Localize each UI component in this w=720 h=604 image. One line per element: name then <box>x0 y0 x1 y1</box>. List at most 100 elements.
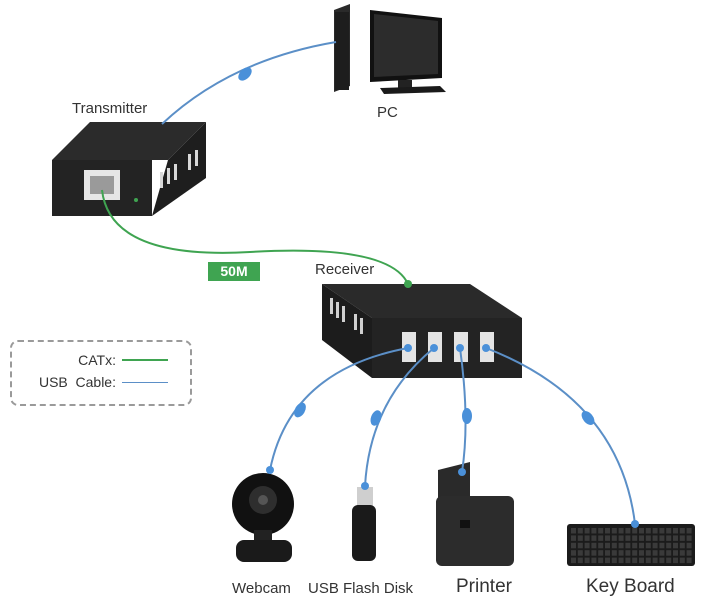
keyboard-key <box>673 528 678 534</box>
keyboard-key <box>666 550 672 556</box>
keyboard-key <box>686 550 692 556</box>
keyboard-key <box>584 528 590 534</box>
keyboard-label: Key Board <box>586 576 675 597</box>
keyboard-key <box>679 557 685 564</box>
keyboard-key <box>639 557 644 564</box>
transmitter-label: Transmitter <box>72 100 148 117</box>
keyboard-key <box>652 535 658 541</box>
keyboard-key <box>591 542 597 549</box>
keyboard-key <box>666 557 672 564</box>
keyboard-key <box>577 542 583 549</box>
keyboard-key <box>598 535 604 541</box>
keyboard-key <box>652 542 658 549</box>
keyboard-key <box>652 550 658 556</box>
keyboard-key <box>659 535 665 541</box>
keyboard-key <box>632 542 638 549</box>
keyboard-key <box>618 528 624 534</box>
keyboard-key <box>686 528 692 534</box>
keyboard-key <box>679 542 685 549</box>
keyboard-key <box>659 550 665 556</box>
keyboard-key <box>652 528 658 534</box>
legend-catx-label: CATx: <box>78 352 116 368</box>
keyboard-key <box>645 550 651 556</box>
catx-cable-transmitter-receiver <box>101 189 409 285</box>
webcam-icon <box>232 473 294 562</box>
keyboard-key <box>598 557 604 564</box>
printer-icon <box>436 462 514 566</box>
keyboard-key <box>679 535 685 541</box>
keyboard-key <box>571 557 576 564</box>
keyboard-key <box>632 535 638 541</box>
receiver-label: Receiver <box>315 261 375 278</box>
usb-cable-transmitter-pc <box>161 41 337 125</box>
keyboard-key <box>679 528 685 534</box>
legend-item-catx: CATx: <box>78 352 168 368</box>
pc-label: PC <box>377 104 398 121</box>
usb-flash-disk-icon <box>352 487 376 561</box>
keyboard-key <box>659 542 665 549</box>
pc-icon <box>334 4 446 94</box>
keyboard-key <box>577 550 583 556</box>
keyboard-key <box>611 557 617 564</box>
legend: CATx: USB Cable: <box>10 340 192 406</box>
keyboard-key <box>577 528 583 534</box>
keyboard-key <box>673 557 678 564</box>
keyboard-key <box>605 557 610 564</box>
printer-label: Printer <box>456 576 512 597</box>
keyboard-key <box>584 542 590 549</box>
keyboard-key <box>673 550 678 556</box>
keyboard-icon <box>567 524 695 566</box>
webcam-label: Webcam <box>232 580 291 597</box>
keyboard-key <box>632 528 638 534</box>
keyboard-key <box>625 528 631 534</box>
keyboard-key <box>618 542 624 549</box>
keyboard-key <box>611 528 617 534</box>
keyboard-key <box>571 528 576 534</box>
keyboard-key <box>605 550 610 556</box>
keyboard-key <box>577 557 583 564</box>
keyboard-key <box>591 557 597 564</box>
keyboard-key <box>611 535 617 541</box>
keyboard-key <box>598 528 604 534</box>
keyboard-key <box>673 535 678 541</box>
keyboard-key <box>659 557 665 564</box>
keyboard-key <box>666 542 672 549</box>
keyboard-key <box>659 528 665 534</box>
keyboard-key <box>618 557 624 564</box>
keyboard-key <box>645 542 651 549</box>
keyboard-key <box>571 535 576 541</box>
keyboard-key <box>584 550 590 556</box>
keyboard-key <box>598 542 604 549</box>
keyboard-key <box>611 550 617 556</box>
keyboard-key <box>632 550 638 556</box>
keyboard-key <box>625 550 631 556</box>
legend-item-usb: USB Cable: <box>39 374 168 390</box>
keyboard-key <box>652 557 658 564</box>
keyboard-key <box>645 535 651 541</box>
keyboard-key <box>571 550 576 556</box>
keyboard-key <box>577 535 583 541</box>
usb-cable-receiver-flash-disk <box>364 347 435 487</box>
usb-cable-receiver-webcam <box>269 347 409 471</box>
keyboard-key <box>625 557 631 564</box>
legend-usb-label: USB Cable: <box>38 374 116 390</box>
keyboard-key <box>584 557 590 564</box>
keyboard-key <box>591 535 597 541</box>
keyboard-key <box>645 557 651 564</box>
keyboard-key <box>666 535 672 541</box>
flash-disk-label: USB Flash Disk <box>308 580 414 597</box>
legend-catx-swatch <box>122 359 168 361</box>
keyboard-key <box>625 535 631 541</box>
keyboard-key <box>639 528 644 534</box>
keyboard-key <box>679 550 685 556</box>
transmitter-device-icon <box>52 122 206 216</box>
keyboard-key <box>639 550 644 556</box>
keyboard-key <box>618 550 624 556</box>
keyboard-key <box>618 535 624 541</box>
keyboard-key <box>686 535 692 541</box>
keyboard-key <box>639 542 644 549</box>
keyboard-key <box>645 528 651 534</box>
keyboard-key <box>598 550 604 556</box>
distance-badge: 50M <box>208 262 260 281</box>
